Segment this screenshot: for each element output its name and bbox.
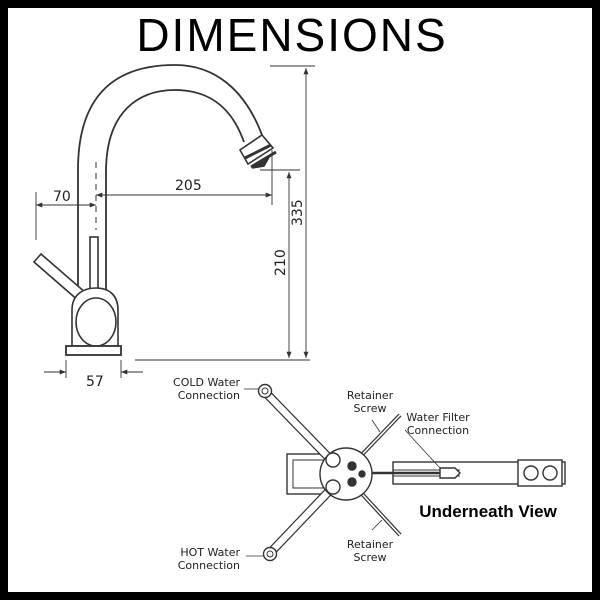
underneath-view-title: Underneath View — [419, 502, 557, 521]
filter-label-line2: Connection — [407, 424, 469, 437]
spout-inner — [105, 89, 245, 290]
tap-base — [65, 345, 122, 356]
hot-label-line2: Connection — [178, 559, 240, 572]
page-title: DIMENSIONS — [136, 9, 448, 61]
dim-70-label: 70 — [53, 189, 71, 205]
leader-lines — [244, 388, 441, 557]
dim-57-label: 57 — [86, 374, 104, 390]
retainer-bottom-line1: Retainer — [347, 538, 394, 551]
underneath-labels: COLD Water Connection Retainer Screw Wat… — [173, 376, 558, 572]
cold-hose-end — [257, 383, 273, 399]
hot-label-line1: HOT Water — [180, 546, 240, 559]
retainer-top-line2: Screw — [353, 402, 386, 415]
cold-label-line2: Connection — [178, 389, 240, 402]
filter-connector — [439, 467, 461, 479]
hot-hose-end — [262, 546, 278, 562]
cold-label-line1: COLD Water — [173, 376, 240, 389]
dim-335-label: 335 — [290, 199, 306, 226]
underneath-view — [257, 383, 566, 562]
tap-side-view — [32, 64, 277, 356]
body-knob — [75, 297, 117, 347]
filter-label-line1: Water Filter — [406, 411, 470, 424]
spout-outer — [77, 64, 263, 290]
filter-port-2 — [542, 465, 558, 481]
retainer-bottom-line2: Screw — [353, 551, 386, 564]
dim-210-label: 210 — [273, 249, 289, 276]
filter-end-block — [517, 459, 563, 487]
dimension-lines — [35, 65, 315, 378]
filter-port-1 — [523, 465, 539, 481]
dimension-labels: 70 205 210 335 57 — [53, 178, 306, 390]
dim-205-label: 205 — [175, 178, 202, 194]
retainer-top-line1: Retainer — [347, 389, 394, 402]
